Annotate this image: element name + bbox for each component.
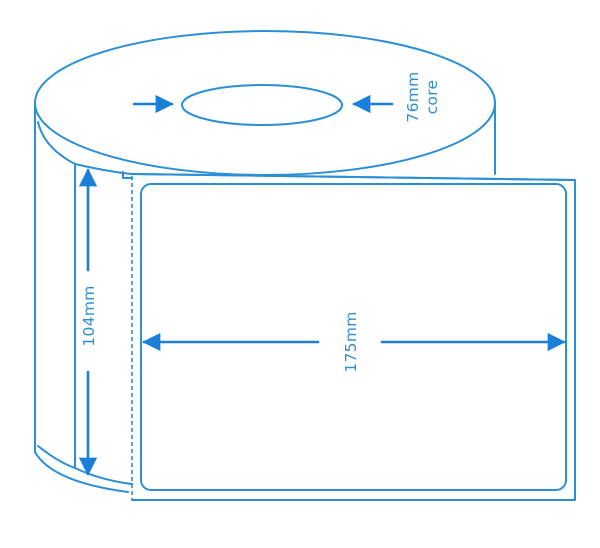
liner-corner-left bbox=[122, 171, 133, 179]
height-label: 104mm bbox=[80, 285, 98, 346]
label-rectangle bbox=[140, 183, 567, 491]
roll-bottom-curve bbox=[74, 467, 133, 485]
roll-left-side bbox=[34, 102, 129, 493]
core-hole bbox=[181, 84, 343, 126]
core-word-label: core bbox=[423, 80, 441, 115]
liner-outline bbox=[131, 173, 576, 501]
core-size-label: 76mm bbox=[404, 71, 422, 122]
width-label: 175mm bbox=[342, 311, 360, 372]
roll-wrap-inner bbox=[37, 121, 76, 469]
